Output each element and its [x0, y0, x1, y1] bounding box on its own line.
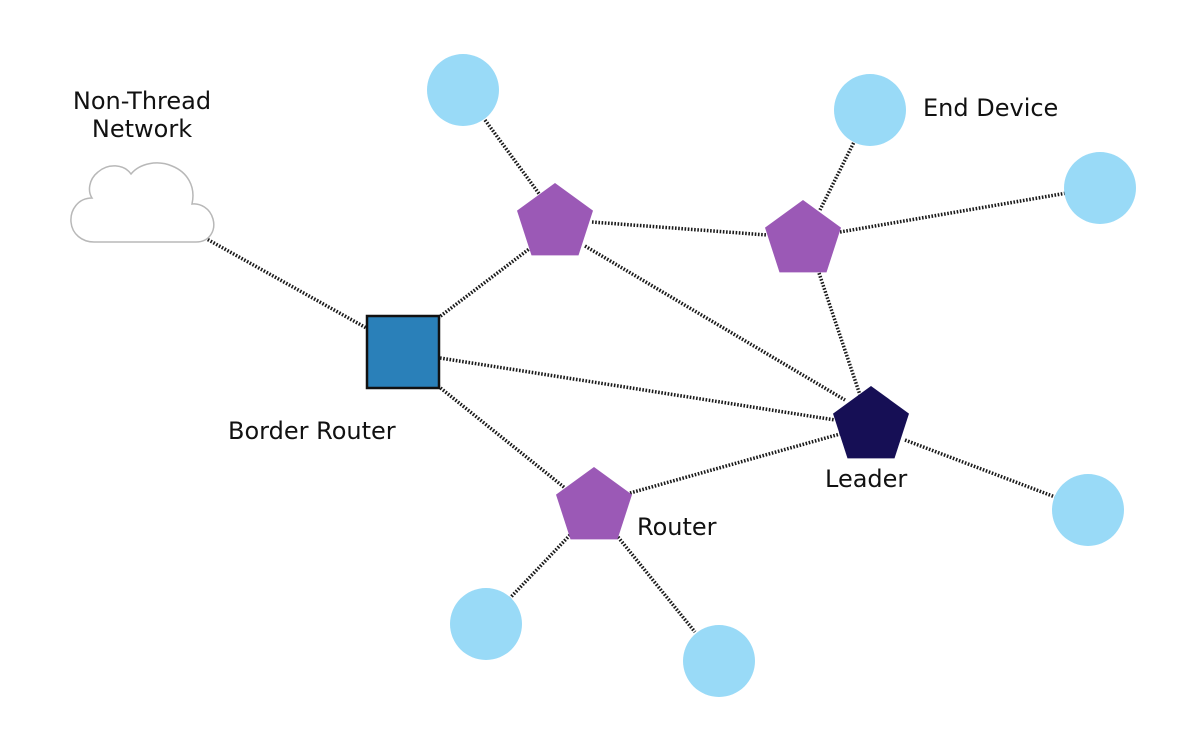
- link-cloud-border: [204, 236, 371, 332]
- non-thread-network-label: Non-Thread Network: [52, 87, 232, 143]
- leader-pentagon-icon: [833, 386, 909, 459]
- links: [204, 118, 1068, 634]
- link-router-b-enddevice-2: [818, 139, 857, 211]
- link-router-a-enddevice-1: [483, 118, 542, 197]
- router-a-pentagon-icon: [517, 183, 593, 256]
- end-device-6: [683, 625, 755, 697]
- end-device-label: End Device: [923, 94, 1059, 122]
- link-border-router-a: [436, 244, 535, 320]
- border-router-square-icon: [365, 314, 441, 390]
- end-device-4: [1052, 474, 1124, 546]
- end-devices: [427, 54, 1136, 697]
- leader-label: Leader: [825, 465, 908, 493]
- link-border-leader: [439, 356, 836, 422]
- link-router-b-enddevice-3: [839, 191, 1068, 234]
- end-device-1: [427, 54, 499, 126]
- router-b-pentagon-icon: [765, 200, 841, 273]
- routers: [517, 183, 841, 540]
- router-c-pentagon-icon: [556, 467, 632, 540]
- end-device-5: [450, 588, 522, 660]
- link-leader-enddevice-4: [904, 438, 1056, 499]
- link-router-a-router-b: [591, 220, 768, 237]
- non-thread-label-line2: Network: [91, 114, 193, 143]
- router-label: Router: [637, 513, 717, 541]
- non-thread-label-line1: Non-Thread: [72, 87, 212, 115]
- link-router-b-leader: [816, 269, 862, 396]
- link-router-c-enddevice-6: [616, 535, 697, 634]
- border-router-label: Border Router: [228, 417, 396, 445]
- end-device-2: [834, 74, 906, 146]
- link-router-c-enddevice-5: [508, 533, 572, 600]
- end-device-3: [1064, 152, 1136, 224]
- cloud-icon: [70, 162, 215, 243]
- link-border-router-c: [436, 384, 567, 490]
- link-router-c-leader: [629, 432, 841, 495]
- link-router-a-leader: [584, 244, 846, 402]
